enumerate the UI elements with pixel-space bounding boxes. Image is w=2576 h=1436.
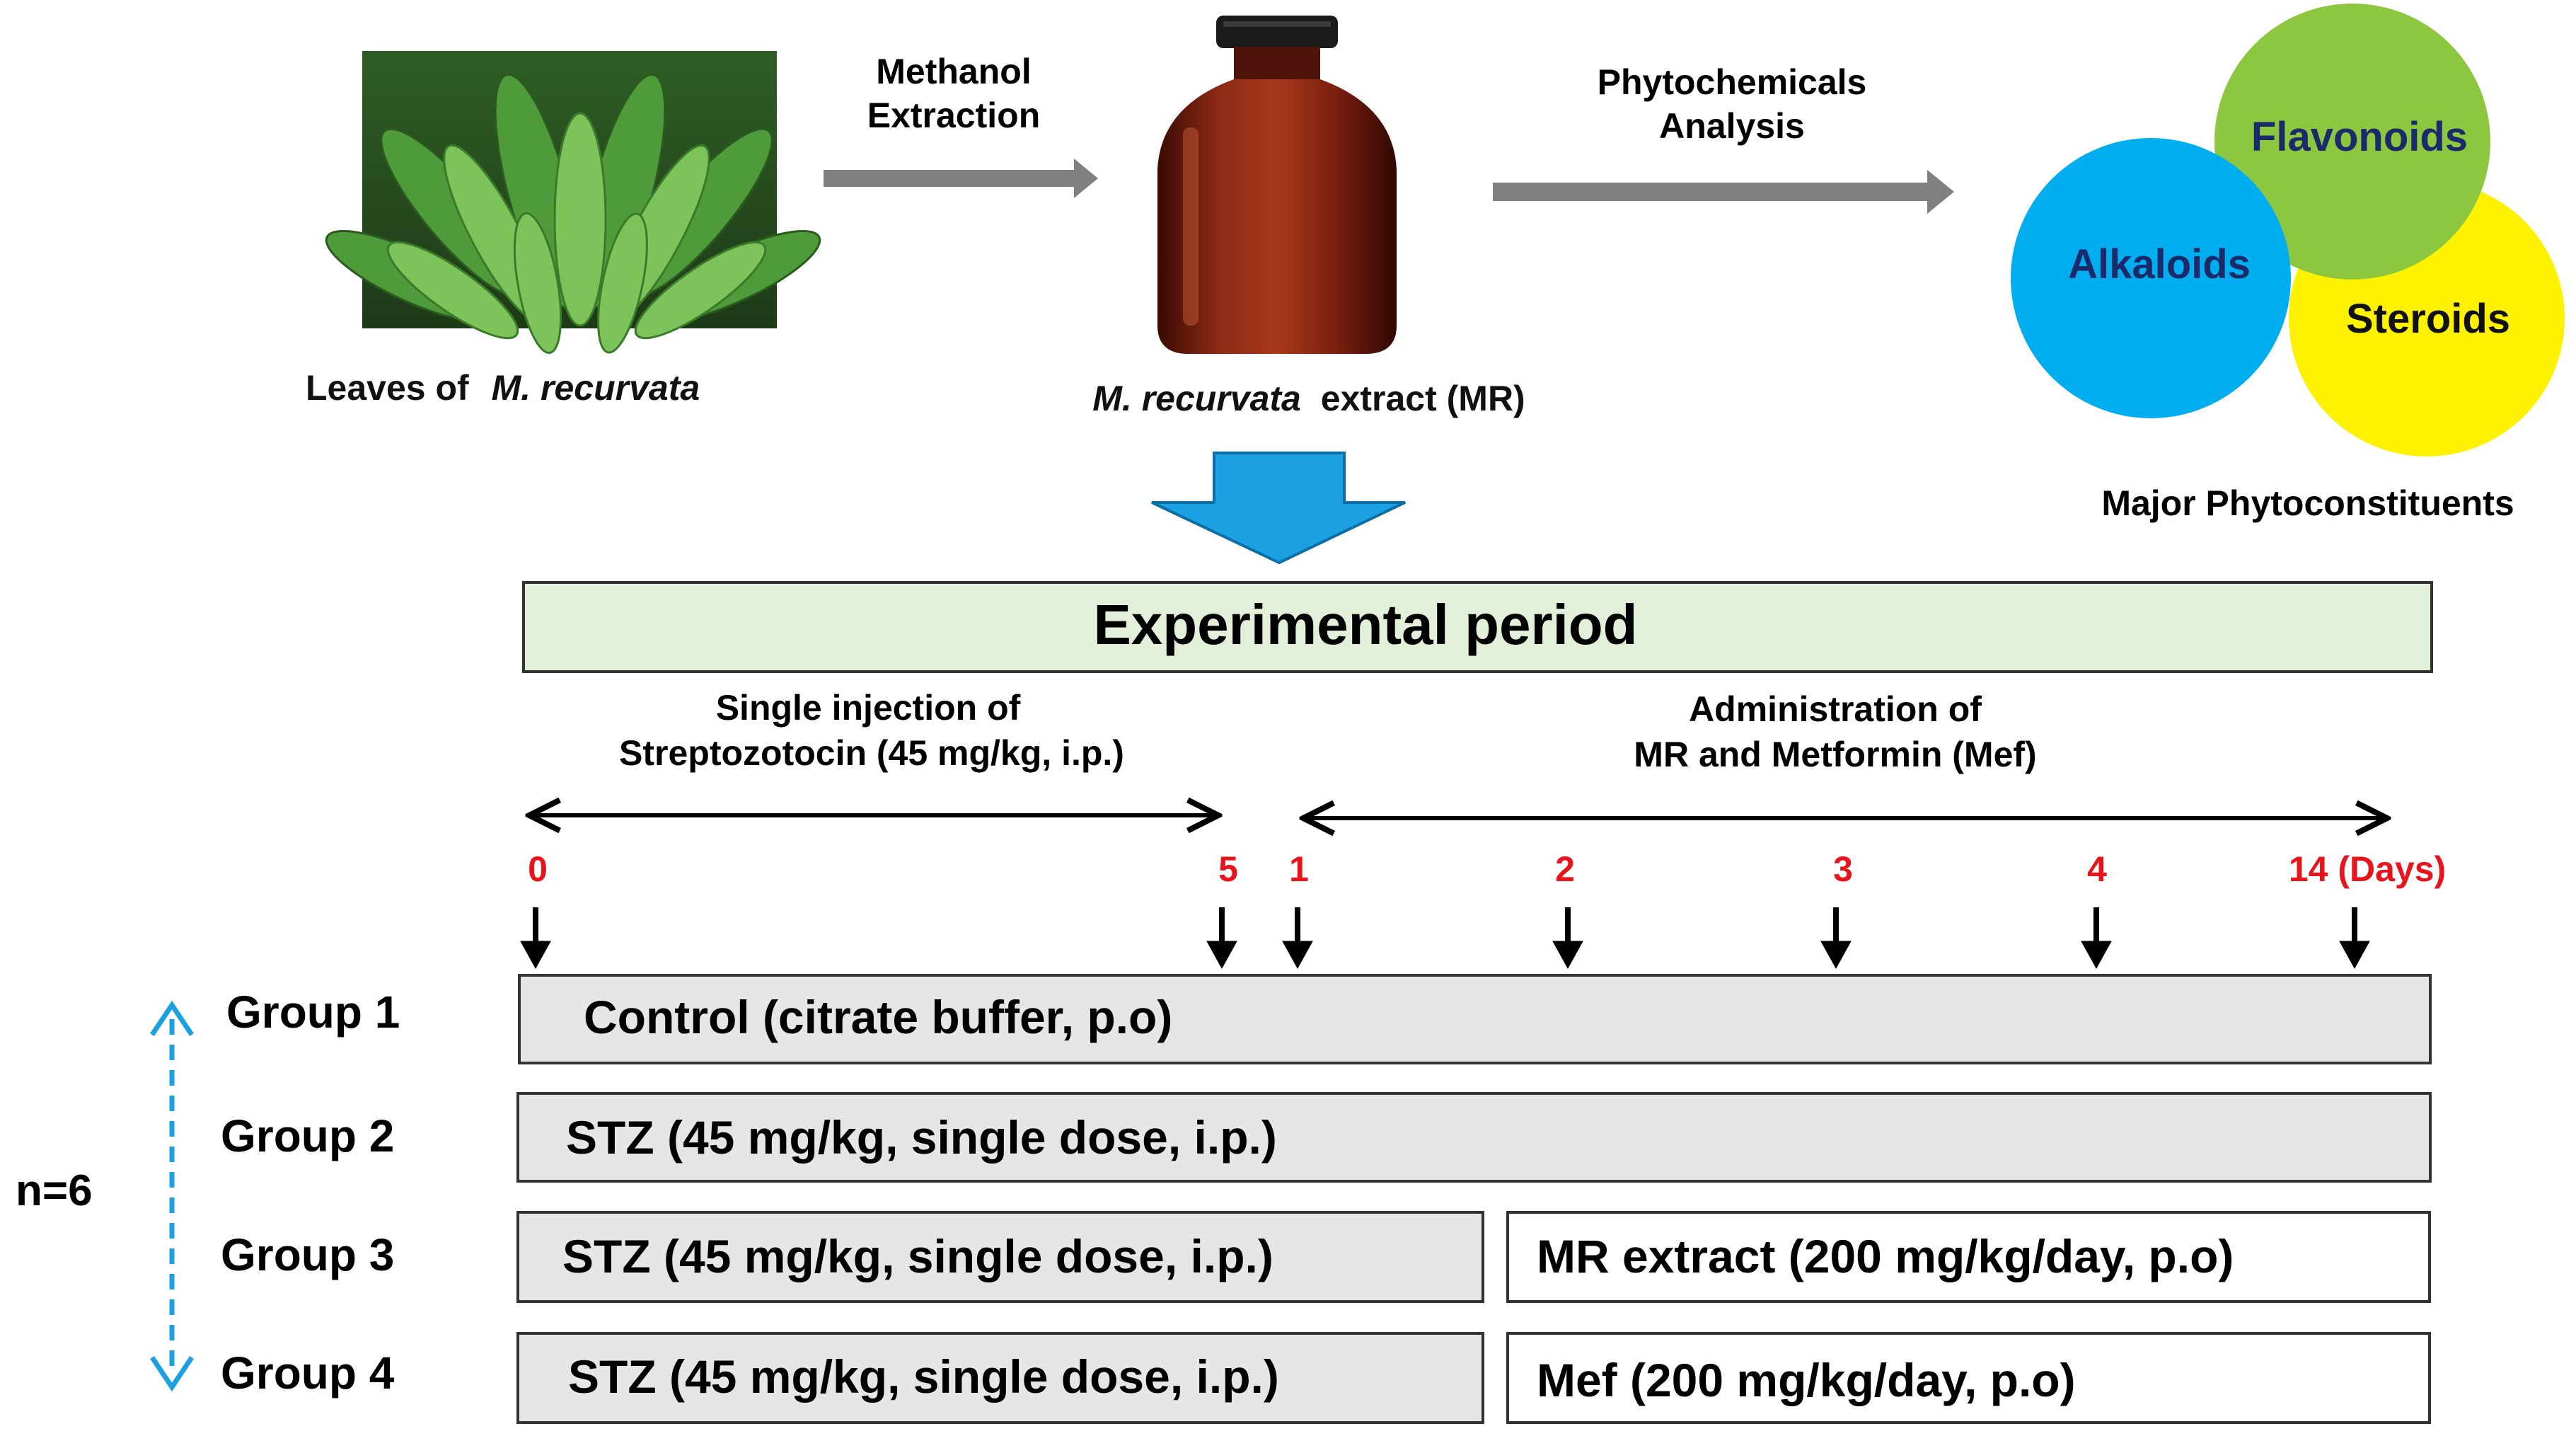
day-label-2: 2	[1555, 849, 1575, 889]
day-marker-arrow-1	[1282, 907, 1313, 970]
day-marker-arrow-2	[1552, 907, 1583, 970]
flavonoids-label: Flavonoids	[2251, 114, 2468, 160]
group-2-text: STZ (45 mg/kg, single dose, i.p.)	[566, 1111, 1277, 1164]
group-3-stz-text: STZ (45 mg/kg, single dose, i.p.)	[562, 1230, 1273, 1282]
phytochemicals-analysis-label-1: Phytochemicals	[1598, 62, 1867, 102]
group-3-label: Group 3	[221, 1229, 394, 1280]
group-4-stz-box	[516, 1332, 1484, 1424]
group-4-mef-box	[1506, 1332, 2431, 1424]
day-marker-arrow-0	[520, 907, 551, 970]
group-4-mef-text: Mef (200 mg/kg/day, p.o)	[1537, 1354, 2076, 1406]
blue-down-arrow	[1151, 452, 1406, 565]
experimental-period-bar	[522, 581, 2433, 673]
group-2-label: Group 2	[221, 1110, 394, 1161]
administration-label-1: Administration of	[1689, 689, 1982, 729]
day-label-3: 3	[1833, 849, 1853, 889]
day-marker-arrow-5	[1206, 907, 1237, 970]
alkaloids-circle	[2011, 138, 2291, 418]
group-1-box	[518, 974, 2432, 1064]
day-label-1: 1	[1289, 849, 1309, 889]
day-marker-arrow-3	[1820, 907, 1852, 970]
day-label-4: 4	[2087, 849, 2107, 889]
leaves-image	[325, 51, 821, 355]
day-label-14: 14 (Days)	[2289, 849, 2446, 889]
group-3-mr-box	[1506, 1211, 2431, 1303]
leaves-caption: Leaves of M. recurvata	[306, 368, 700, 408]
methanol-extraction-label-1: Methanol	[876, 52, 1031, 91]
day-marker-arrows	[520, 907, 2370, 970]
day-label-5: 5	[1218, 849, 1238, 889]
n6-dashed-arrow	[150, 1000, 194, 1392]
day-label-0: 0	[528, 849, 548, 889]
group-1-text: Control (citrate buffer, p.o)	[584, 991, 1172, 1043]
group-3-stz-box	[516, 1211, 1484, 1303]
administration-label-2: MR and Metformin (Mef)	[1634, 735, 2036, 774]
group-2-box	[516, 1092, 2432, 1183]
methanol-extraction-label-2: Extraction	[867, 96, 1041, 135]
injection-label-2: Streptozotocin (45 mg/kg, i.p.)	[619, 733, 1124, 773]
constituents-caption: Major Phytoconstituents	[2101, 483, 2514, 523]
injection-label-1: Single injection of	[716, 688, 1021, 728]
methanol-extraction-arrow	[824, 159, 1098, 198]
group-1-label: Group 1	[226, 987, 400, 1038]
steroids-label: Steroids	[2346, 296, 2510, 342]
group-4-stz-text: STZ (45 mg/kg, single dose, i.p.)	[568, 1350, 1279, 1403]
phytochemicals-analysis-arrow	[1493, 170, 1954, 214]
flavonoids-circle	[2214, 4, 2490, 280]
group-4-label: Group 4	[221, 1348, 395, 1398]
day-marker-arrow-14	[2339, 907, 2370, 970]
extract-bottle-image	[1157, 16, 1397, 354]
phytochemicals-analysis-label-2: Analysis	[1659, 106, 1805, 146]
extract-caption: M. recurvata extract (MR)	[1092, 379, 1525, 418]
day-marker-arrow-4	[2081, 907, 2112, 970]
group-3-mr-text: MR extract (200 mg/kg/day, p.o)	[1537, 1230, 2234, 1282]
experimental-period-title: Experimental period	[1093, 593, 1637, 656]
n-label: n=6	[16, 1166, 93, 1215]
alkaloids-label: Alkaloids	[2068, 241, 2251, 287]
